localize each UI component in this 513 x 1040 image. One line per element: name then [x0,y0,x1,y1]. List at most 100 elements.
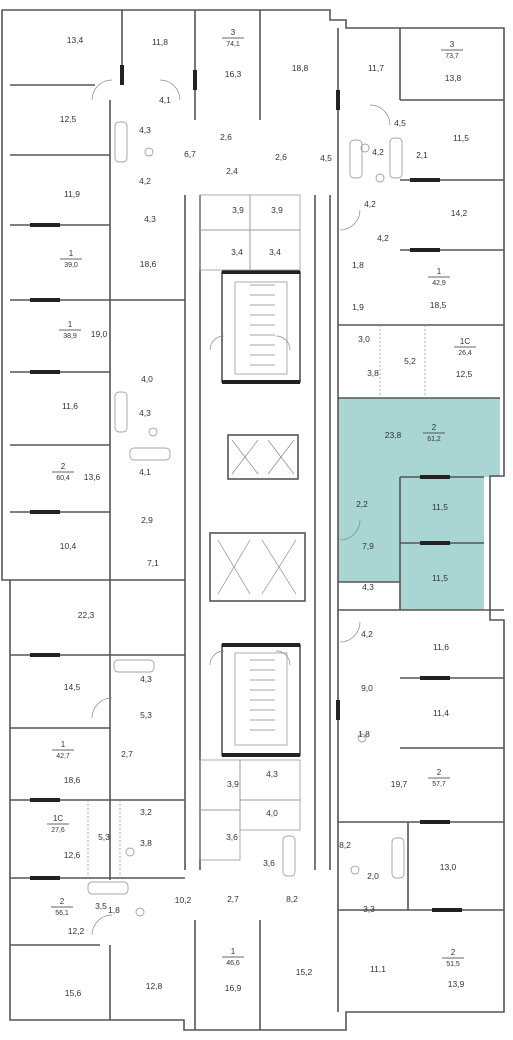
room-area-label: 3,2 [140,807,152,817]
room-area-label: 13,0 [440,862,457,872]
room-area-label: 15,6 [65,988,82,998]
room-area-label: 18,5 [430,300,447,310]
room-area-label: 4,1 [159,95,171,105]
room-area-label: 3,3 [363,904,375,914]
apartment-badge[interactable]: 251,5 [442,948,464,968]
room-area-label: 4,1 [139,467,151,477]
apartment-badge[interactable]: 1С 27,6 [47,814,69,834]
room-area-label: 2,6 [220,132,232,142]
room-area-label: 19,7 [391,779,408,789]
room-area-label: 4,2 [372,147,384,157]
room-area-label: 19,0 [91,329,108,339]
room-area-label: 18,8 [292,63,309,73]
highlighted-apartment-2-room[interactable] [338,398,500,610]
room-area-label: 4,5 [394,118,406,128]
room-area-label: 1,9 [352,302,364,312]
room-area-label: 2,7 [227,894,239,904]
room-area-label: 2,4 [226,166,238,176]
room-area-label: 3,8 [367,368,379,378]
room-area-label: 13,9 [448,979,465,989]
room-area-label: 11,6 [62,401,78,411]
room-area-label: 13,8 [445,73,462,83]
apartment-room-count: 2 [60,897,65,906]
room-area-label: 4,3 [144,214,156,224]
room-area-label: 9,0 [361,683,373,693]
apartment-total-area: 38,9 [63,333,77,340]
room-area-label: 12,5 [456,369,473,379]
room-area-label: 3,9 [227,779,239,789]
apartment-badge[interactable]: 260,4 [52,462,74,482]
room-area-label: 18,6 [64,775,81,785]
room-area-label: 4,2 [364,199,376,209]
room-area-label: 4,0 [266,808,278,818]
room-area-label: 8,2 [286,894,298,904]
apartment-badge[interactable]: 142,9 [428,267,450,287]
apartment-total-area: 61,2 [427,436,441,443]
room-area-label: 23,8 [385,430,402,440]
room-area-label: 4,3 [266,769,278,779]
room-area-label: 2,0 [367,871,379,881]
stair-upper [221,270,301,384]
room-area-label: 3,6 [263,858,275,868]
room-area-label: 11,5 [453,133,469,143]
apartment-total-area: 57,7 [432,781,446,788]
room-area-label: 12,5 [60,114,77,124]
room-area-label: 3,5 [95,901,107,911]
room-area-label: 14,5 [64,682,81,692]
apartment-badge[interactable]: 261,2 [423,423,445,443]
apartment-total-area: 56,1 [55,910,69,917]
apartment-total-area: 60,4 [56,475,70,482]
room-area-label: 3,0 [358,334,370,344]
room-area-label: 11,9 [64,189,80,199]
room-area-label: 4,3 [140,674,152,684]
room-area-label: 4,3 [362,582,374,592]
apartment-total-area: 39,0 [64,262,78,269]
apartment-total-area: 26,4 [458,350,472,357]
apartment-room-count: 3 [231,28,236,37]
room-area-label: 3,9 [232,205,244,215]
room-area-label: 16,3 [225,69,242,79]
room-area-label: 4,3 [139,125,151,135]
room-area-label: 3,4 [231,247,243,257]
apartment-total-area: 74,1 [226,41,240,48]
apartment-total-area: 46,6 [226,960,240,967]
stair-lower [221,643,301,757]
room-area-label: 12,6 [64,850,81,860]
apartment-badge[interactable]: 374,1 [222,28,244,48]
apartment-badge[interactable]: 138,9 [59,320,81,340]
apartment-badge[interactable]: 139,0 [60,249,82,269]
window-marks [30,65,462,912]
apartment-total-area: 42,9 [432,280,446,287]
apartment-badge[interactable]: 146,6 [222,947,244,967]
room-area-label: 11,6 [433,642,449,652]
apartment-room-count: 2 [437,768,442,777]
apartment-total-area: 27,6 [51,827,65,834]
apartment-room-count: 1 [61,740,66,749]
apartment-badge[interactable]: 256,1 [51,897,73,917]
room-area-label: 11,5 [432,502,448,512]
apartment-badge[interactable]: 373,7 [441,40,463,60]
room-area-label: 2,2 [356,499,368,509]
building-outline [1,9,505,1031]
room-area-label: 5,2 [404,356,416,366]
apartment-room-count: 1С [53,814,63,823]
apartment-room-count: 3 [450,40,455,49]
apartment-room-count: 1 [231,947,236,956]
room-area-label: 18,6 [140,259,157,269]
bathroom-fixtures [87,121,405,917]
corridor-walls [184,195,331,870]
room-area-label: 11,8 [152,37,168,47]
room-area-label: 2,7 [121,749,133,759]
room-area-label: 4,2 [139,176,151,186]
room-area-label: 2,1 [416,150,428,160]
room-area-label: 1,8 [358,729,370,739]
room-area-label: 11,7 [368,63,384,73]
apartment-badge[interactable]: 142,7 [52,740,74,760]
room-area-label: 3,4 [269,247,281,257]
apartment-badge[interactable]: 257,7 [428,768,450,788]
room-area-label: 3,6 [226,832,238,842]
room-area-label: 16,9 [225,983,242,993]
